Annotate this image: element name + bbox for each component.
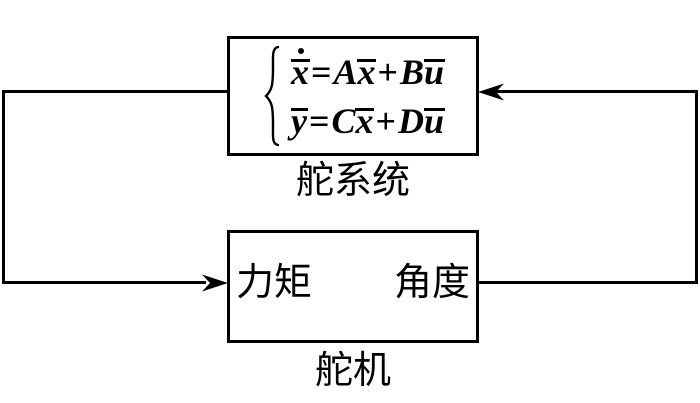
equation-variable: C [331,100,356,141]
equation-line-2: y=Cx+Du [290,100,446,141]
overbar [290,107,308,111]
equation-operator: = [310,51,332,92]
equation-variable: x [355,100,375,141]
equation-operator: = [308,100,330,141]
overbar [355,107,375,111]
servo-output-port-label: 角度 [393,261,470,304]
equation-variable: x [290,47,310,90]
equation-variable: D [397,100,424,141]
equation-variable: u [424,51,446,92]
equation-variable: A [333,51,358,92]
wire-system-input-horizontal [496,90,698,93]
equation-operator: + [377,51,398,92]
derivative-dot [297,47,304,54]
arrowhead-right-icon [202,274,228,292]
equation-variable: u [423,100,446,141]
wire-servo-input-horizontal [2,281,206,284]
system-block-label: 舵系统 [295,160,410,202]
servo-input-port-label: 力矩 [236,261,313,304]
wire-left-vertical [2,90,5,284]
equation-variable: x [357,51,377,92]
equation-operator: + [375,100,396,141]
overbar [290,58,310,62]
wire-right-vertical [695,90,698,284]
equation-line-1: x=Ax+Bu [290,47,446,92]
servo-block-label: 舵机 [314,350,391,392]
wire-servo-output-horizontal [479,281,698,284]
servo-block: 力矩 角度 [227,230,479,343]
overbar [357,58,377,62]
arrowhead-left-icon [478,83,504,101]
overbar [423,107,446,111]
equation-variable: B [400,51,425,92]
wire-system-output-horizontal [2,90,227,93]
equation-variable: y [290,100,308,141]
overbar [424,58,446,62]
curly-brace-icon [264,45,280,147]
